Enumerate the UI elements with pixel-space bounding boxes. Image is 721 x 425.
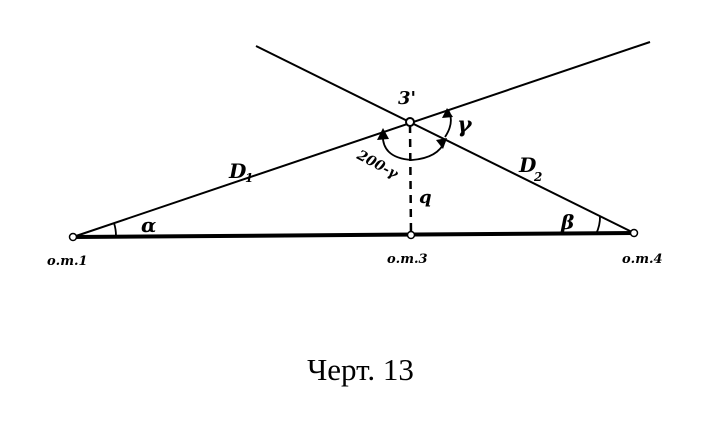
marker-3prime — [405, 117, 415, 127]
label-d1-sub: 1 — [245, 171, 253, 185]
marker-ot4 — [629, 228, 639, 238]
arrowhead-gamma-top — [442, 108, 453, 118]
arc-alpha — [113, 222, 117, 237]
figure-caption: Черт. 13 — [307, 352, 414, 387]
line-d1 — [72, 41, 651, 238]
label-supplement: 200-γ — [353, 147, 401, 183]
base-line — [72, 231, 635, 239]
label-q: q — [419, 187, 432, 208]
marker-ot3 — [406, 230, 416, 240]
arrowhead-supplement-left — [377, 128, 389, 140]
label-beta: β — [560, 210, 574, 234]
label-ot1: о.т.1 — [47, 254, 88, 269]
label-gamma: γ — [457, 112, 473, 138]
label-d1: D — [228, 159, 247, 183]
label-d2: D — [518, 153, 537, 177]
label-ot3: о.т.3 — [387, 252, 428, 267]
marker-ot1 — [68, 232, 78, 242]
label-3prime: 3' — [398, 88, 416, 109]
arc-beta — [595, 215, 601, 235]
arrowhead-supplement-right — [436, 138, 447, 149]
label-alpha: α — [141, 213, 156, 237]
label-ot4: о.т.4 — [622, 252, 663, 267]
label-d2-sub: 2 — [533, 170, 542, 184]
line-q — [408, 124, 413, 236]
arc-supplement — [381, 130, 446, 161]
